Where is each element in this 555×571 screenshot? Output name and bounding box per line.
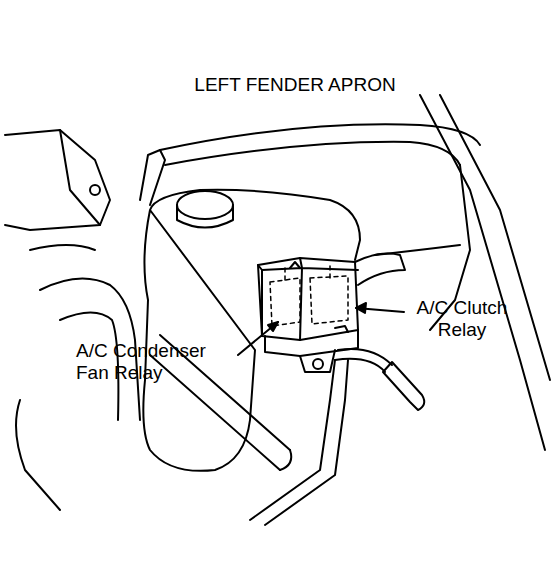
- diagram-title: LEFT FENDER APRON: [140, 74, 450, 96]
- arrowhead: [356, 303, 366, 313]
- relay-housing: [258, 258, 358, 340]
- harness-connector: [383, 362, 424, 410]
- bolt: [90, 185, 100, 195]
- relay-tab: [290, 262, 348, 332]
- reservoir: [143, 190, 360, 471]
- clutch-relay: [310, 276, 348, 324]
- wire: [265, 360, 348, 525]
- bracket: [140, 150, 165, 205]
- part-label: A/C Clutch Relay: [406, 297, 518, 341]
- fender-line: [420, 95, 545, 450]
- wire: [355, 254, 405, 285]
- connector: [300, 350, 335, 372]
- engine-part: [16, 400, 60, 510]
- harness: [335, 349, 392, 372]
- leader-line: [238, 322, 278, 355]
- arrowhead: [268, 322, 278, 331]
- hose: [30, 245, 95, 250]
- part-label: A/C Condenser Fan Relay: [76, 340, 234, 384]
- relay-base: [265, 330, 358, 356]
- reservoir-cap: [177, 191, 233, 219]
- engine-edge: [60, 130, 100, 225]
- relay-outline: [285, 266, 330, 282]
- engine-part: [5, 130, 110, 230]
- apron-edge: [165, 142, 460, 165]
- wire: [250, 360, 335, 520]
- hose-end: [280, 450, 291, 470]
- connector-bolt: [313, 359, 323, 369]
- condenser-fan-relay: [270, 278, 300, 326]
- reservoir-cap: [177, 205, 233, 228]
- relay-bracket: [258, 258, 358, 340]
